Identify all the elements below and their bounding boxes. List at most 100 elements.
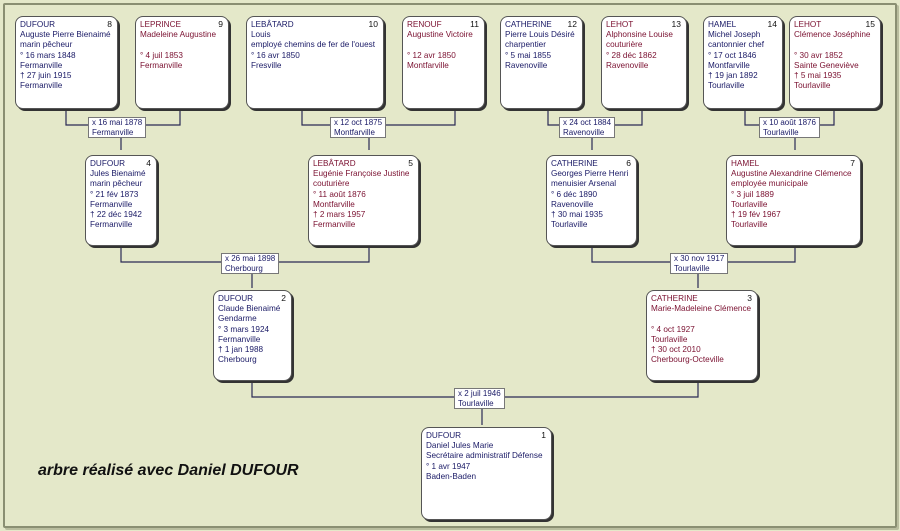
sosa-number: 11 bbox=[470, 19, 479, 29]
person-birth-place: Ravenoville bbox=[551, 199, 594, 209]
person-birth-place: Fermanville bbox=[90, 199, 133, 209]
person-given-names: Auguste Pierre Bienaimé bbox=[20, 30, 111, 40]
person-surname: CATHERINE bbox=[651, 294, 698, 303]
sosa-number: 12 bbox=[567, 19, 577, 29]
person-birth-date: ° 1 avr 1947 bbox=[426, 461, 471, 471]
marriage-place: Cherbourg bbox=[225, 263, 263, 273]
person-occupation: marin pêcheur bbox=[90, 179, 143, 189]
marriage-place: Fermanville bbox=[92, 127, 134, 137]
marriage-date: x 30 nov 1917 bbox=[674, 254, 725, 263]
person-death-place: Tourlaville bbox=[551, 220, 588, 230]
page-frame bbox=[3, 3, 897, 528]
marriage-place: Tourlaville bbox=[674, 263, 710, 273]
person-death-place: Tourlaville bbox=[708, 81, 745, 91]
sosa-number: 8 bbox=[107, 19, 112, 29]
person-occupation: Gendarme bbox=[218, 314, 257, 324]
sosa-number: 4 bbox=[146, 158, 151, 168]
marriage-place: Tourlaville bbox=[458, 398, 494, 408]
person-birth-date: ° 11 août 1876 bbox=[313, 189, 366, 199]
person-occupation: charpentier bbox=[505, 40, 546, 50]
person-birth-date: ° 5 mai 1855 bbox=[505, 50, 552, 60]
sosa-number: 9 bbox=[218, 19, 223, 29]
person-birth-date: ° 3 mars 1924 bbox=[218, 324, 270, 334]
person-given-names: Claude Bienaimé bbox=[218, 304, 281, 314]
person-birth-date: ° 21 fév 1873 bbox=[90, 189, 139, 199]
person-surname: LEHOT bbox=[794, 20, 822, 29]
person-death-date: † 19 jan 1892 bbox=[708, 71, 758, 81]
person-birth-place: Fermanville bbox=[218, 334, 261, 344]
person-occupation: cantonnier chef bbox=[708, 40, 764, 50]
person-death-place: Fermanville bbox=[90, 220, 133, 230]
person-birth-date: ° 30 avr 1852 bbox=[794, 50, 843, 60]
person-occupation: employé chemins de fer de l'ouest bbox=[251, 40, 375, 50]
person-death-place: Cherbourg bbox=[218, 355, 257, 365]
person-occupation bbox=[407, 40, 480, 50]
sosa-number: 15 bbox=[865, 19, 875, 29]
person-given-names: Pierre Louis Désiré bbox=[505, 30, 575, 40]
person-death-place: Tourlaville bbox=[731, 220, 768, 230]
person-given-names: Eugénie Françoise Justine bbox=[313, 169, 410, 179]
person-birth-date: ° 4 juil 1853 bbox=[140, 50, 183, 60]
person-birth-place: Baden-Baden bbox=[426, 471, 477, 481]
person-surname: CATHERINE bbox=[551, 159, 598, 168]
person-surname: LEPRINCE bbox=[140, 20, 181, 29]
person-given-names: Madeleine Augustine bbox=[140, 30, 217, 40]
person-death-date: † 19 fév 1967 bbox=[731, 210, 781, 220]
marriage-date: x 2 juil 1946 bbox=[458, 389, 501, 398]
person-surname: DUFOUR bbox=[90, 159, 126, 168]
person-occupation bbox=[651, 314, 753, 324]
person-death-date: † 1 jan 1988 bbox=[218, 345, 264, 355]
person-surname: LEBÂTARD bbox=[313, 159, 356, 168]
marriage-date: x 16 mai 1878 bbox=[92, 118, 143, 127]
person-birth-place: Montfarville bbox=[407, 60, 449, 70]
person-given-names: Georges Pierre Henri bbox=[551, 169, 629, 179]
person-surname: RENOUF bbox=[407, 20, 442, 29]
person-occupation bbox=[794, 40, 876, 50]
person-occupation: couturière bbox=[606, 40, 643, 50]
marriage-place: Ravenoville bbox=[563, 127, 605, 137]
person-death-place: Fermanville bbox=[313, 220, 356, 230]
person-birth-date: ° 16 avr 1850 bbox=[251, 50, 300, 60]
person-death-date: † 2 mars 1957 bbox=[313, 210, 366, 220]
person-birth-date: ° 6 déc 1890 bbox=[551, 189, 598, 199]
person-surname: DUFOUR bbox=[426, 431, 462, 440]
sosa-number: 13 bbox=[671, 19, 681, 29]
person-occupation: marin pêcheur bbox=[20, 40, 73, 50]
marriage-date: x 26 mai 1898 bbox=[225, 254, 276, 263]
tree-credit: arbre réalisé avec Daniel DUFOUR bbox=[38, 462, 299, 479]
sosa-number: 1 bbox=[541, 430, 546, 440]
person-birth-place: Sainte Geneviève bbox=[794, 60, 859, 70]
person-given-names: Alphonsine Louise bbox=[606, 30, 673, 40]
marriage-date: x 24 oct 1884 bbox=[563, 118, 612, 127]
person-birth-place: Ravenoville bbox=[606, 60, 649, 70]
person-surname: LEHOT bbox=[606, 20, 634, 29]
sosa-number: 3 bbox=[747, 293, 752, 303]
person-given-names: Marie-Madeleine Clémence bbox=[651, 304, 752, 314]
person-surname: LEBÂTARD bbox=[251, 20, 294, 29]
person-surname: DUFOUR bbox=[20, 20, 56, 29]
person-birth-place: Fermanville bbox=[20, 60, 63, 70]
person-birth-date: ° 28 déc 1862 bbox=[606, 50, 657, 60]
person-surname: DUFOUR bbox=[218, 294, 254, 303]
person-given-names: Louis bbox=[251, 30, 271, 40]
person-given-names: Augustine Victoire bbox=[407, 30, 473, 40]
